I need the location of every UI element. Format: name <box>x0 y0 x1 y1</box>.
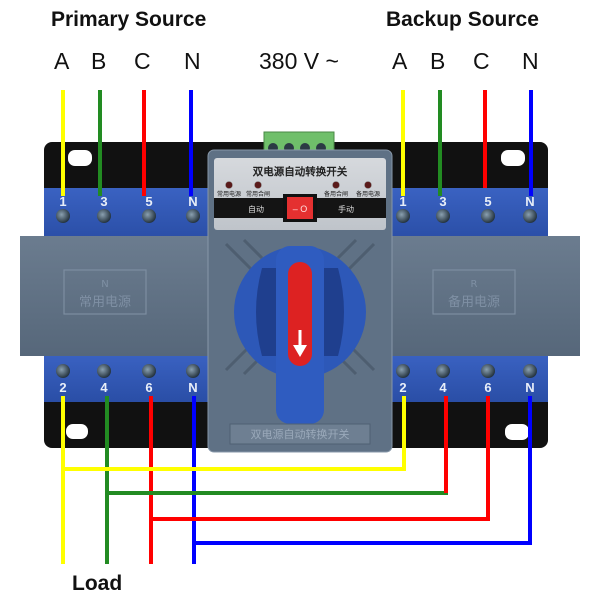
wiring <box>61 90 533 564</box>
backup-top-terminal-label-2: 3 <box>439 194 446 209</box>
primary-top-terminal-label-1: 1 <box>59 194 66 209</box>
voltage-label: 380 V ~ <box>259 48 339 74</box>
bottom-right-terminal-strip <box>388 354 548 402</box>
backup-bottom-terminal-screw-3[interactable] <box>481 364 495 378</box>
backup-top-terminal-screw-3[interactable] <box>481 209 495 223</box>
backup-phase-n-label: N <box>522 48 539 74</box>
mode-manual-label: 手动 <box>338 204 354 214</box>
crossover-wire-n <box>194 396 532 545</box>
handle-indicator-stripe <box>288 262 312 366</box>
mode-auto-label: 自动 <box>248 204 264 214</box>
indicator-led <box>364 181 372 189</box>
rotary-handle[interactable] <box>234 246 366 424</box>
indicator-label: 备用电源 <box>356 190 380 198</box>
backup-top-terminal-label-1: 1 <box>399 194 406 209</box>
indicator-led <box>332 181 340 189</box>
primary-module-letter: N <box>101 279 108 290</box>
backup-top-terminal-screw-1[interactable] <box>396 209 410 223</box>
rocker-label: – O <box>293 204 308 214</box>
primary-top-terminal-label-4: N <box>188 194 197 209</box>
indicator-label: 常用合闸 <box>246 190 270 198</box>
backup-bottom-terminal-screw-1[interactable] <box>396 364 410 378</box>
backup-top-terminal-label-3: 5 <box>484 194 491 209</box>
primary-bottom-terminal-label-1: 2 <box>59 380 66 395</box>
primary-top-terminal-label-3: 5 <box>145 194 152 209</box>
primary-top-terminal-screw-2[interactable] <box>97 209 111 223</box>
load-label: Load <box>72 572 123 595</box>
primary-phase-b-label: B <box>91 48 107 74</box>
backup-phase-a-label: A <box>392 48 408 74</box>
primary-top-terminal-screw-4[interactable] <box>186 209 200 223</box>
crossover-wire-c <box>151 396 490 521</box>
backup-phase-b-label: B <box>430 48 446 74</box>
indicator-label: 常用电源 <box>217 190 241 198</box>
indicator-label: 备用合闸 <box>324 190 348 198</box>
backup-bottom-terminal-screw-4[interactable] <box>523 364 537 378</box>
primary-top-terminal-label-2: 3 <box>100 194 107 209</box>
primary-module-text: 常用电源 <box>79 295 131 310</box>
backup-bottom-terminal-label-4: N <box>525 380 534 395</box>
panel-title: 双电源自动转换开关 <box>252 165 348 178</box>
backup-source-label: Backup Source <box>386 8 539 31</box>
indicator-led <box>254 181 262 189</box>
primary-phase-a-label: A <box>54 48 70 74</box>
backup-bottom-terminal-label-2: 4 <box>439 380 447 395</box>
backup-bottom-terminal-label-3: 6 <box>484 380 491 395</box>
primary-bottom-terminal-screw-4[interactable] <box>186 364 200 378</box>
central-switch-unit: 双电源自动转换开关 常用电源常用合闸 备用合闸备用电源 自动 手动 – O <box>207 149 393 453</box>
mounting-slot-bottom-right <box>505 424 529 440</box>
backup-top-terminal-screw-2[interactable] <box>436 209 450 223</box>
primary-source-label: Primary Source <box>51 8 207 31</box>
arrow-down-icon <box>293 330 307 357</box>
bottom-left-terminal-strip <box>44 354 212 402</box>
primary-module: N 常用电源 <box>20 236 212 356</box>
mounting-slot-bottom-left <box>66 424 88 439</box>
top-left-terminal-strip <box>44 188 212 240</box>
primary-bottom-terminal-screw-2[interactable] <box>97 364 111 378</box>
bottom-inscription: 双电源自动转换开关 <box>251 427 350 441</box>
indicator-led <box>225 181 233 189</box>
primary-phase-n-label: N <box>184 48 201 74</box>
primary-top-terminal-screw-3[interactable] <box>142 209 156 223</box>
top-right-terminal-strip <box>388 188 548 240</box>
backup-module-text: 备用电源 <box>448 294 500 310</box>
primary-bottom-terminal-label-2: 4 <box>100 380 108 395</box>
mounting-slot-top-right <box>501 150 525 166</box>
backup-top-terminal-label-4: N <box>525 194 534 209</box>
primary-top-terminal-screw-1[interactable] <box>56 209 70 223</box>
primary-bottom-terminal-label-3: 6 <box>145 380 152 395</box>
primary-bottom-terminal-screw-1[interactable] <box>56 364 70 378</box>
backup-bottom-terminal-label-1: 2 <box>399 380 406 395</box>
backup-top-terminal-screw-4[interactable] <box>523 209 537 223</box>
primary-bottom-terminal-label-4: N <box>188 380 197 395</box>
crossover-wire-a <box>63 396 406 471</box>
primary-bottom-terminal-screw-3[interactable] <box>142 364 156 378</box>
mounting-slot-top-left <box>68 150 92 166</box>
backup-module-letter: R <box>471 279 478 290</box>
backup-module: R 备用电源 <box>388 236 580 356</box>
backup-phase-c-label: C <box>473 48 490 74</box>
mode-rocker-switch[interactable]: – O <box>283 194 317 222</box>
backup-bottom-terminal-screw-2[interactable] <box>436 364 450 378</box>
primary-phase-c-label: C <box>134 48 151 74</box>
